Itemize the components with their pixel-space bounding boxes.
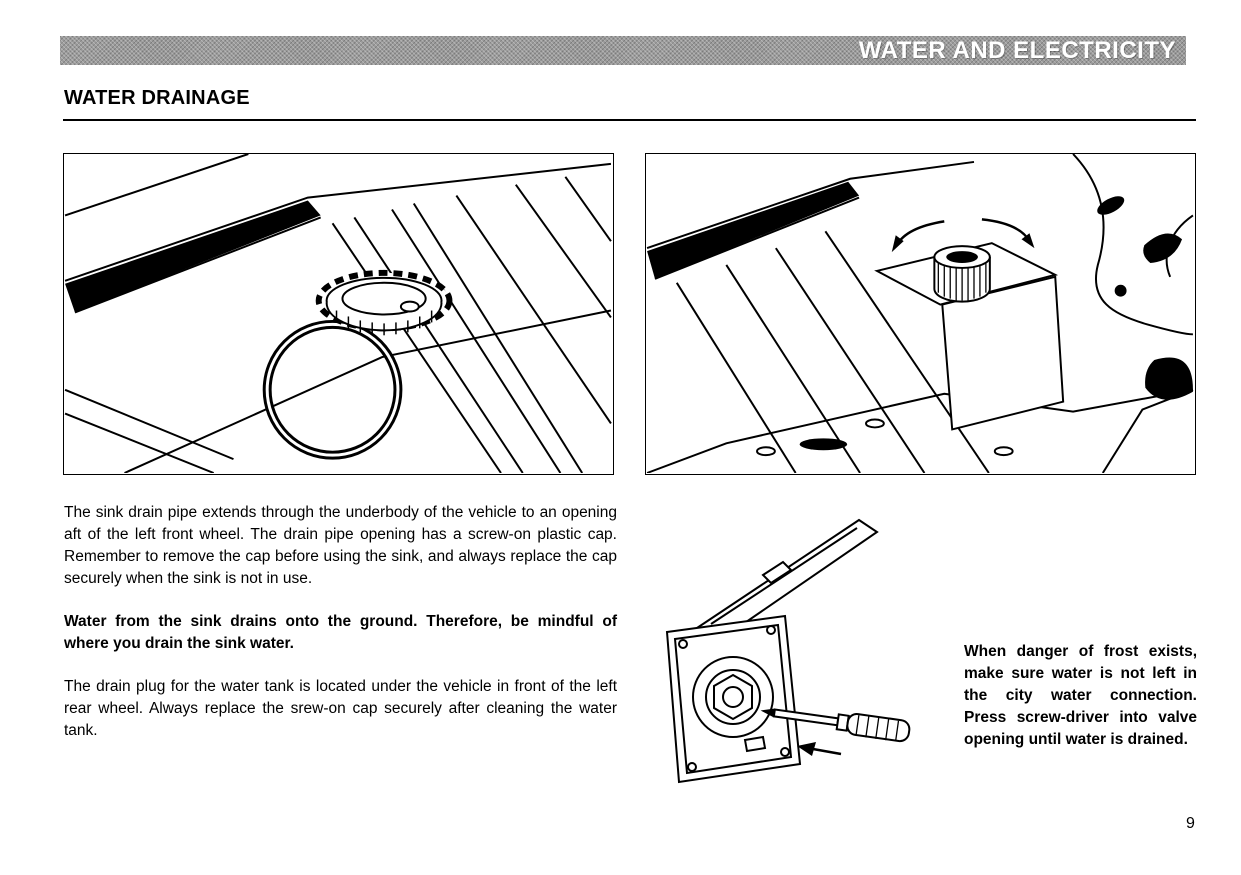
paragraph-drain-warning: Water from the sink drains onto the grou…	[64, 613, 617, 652]
heading-rule	[63, 119, 1196, 121]
section-title: WATER DRAINAGE	[64, 87, 250, 109]
city-water-connection-illustration-icon	[665, 518, 911, 784]
screwdriver-icon	[760, 708, 911, 743]
banner-title: WATER AND ELECTRICITY	[858, 36, 1176, 64]
figure-city-water-connection	[645, 512, 945, 802]
paragraph-water-tank-plug: The drain plug for the water tank is loc…	[64, 678, 617, 739]
page-number: 9	[1186, 815, 1195, 832]
figure-drain-valve	[645, 153, 1196, 475]
drain-cap	[315, 269, 453, 336]
pointer-arrow-icon	[797, 742, 842, 756]
frost-warning-note: When danger of frost exists, make sure w…	[964, 643, 1197, 748]
drain-valve-knob	[933, 245, 991, 303]
cap-tether-ring	[262, 319, 403, 460]
paragraph-sink-drain: The sink drain pipe extends through the …	[64, 504, 617, 587]
drain-cap-illustration-icon	[64, 154, 612, 473]
rotation-arrows-icon	[895, 218, 1031, 246]
figure-drain-cap	[63, 153, 614, 475]
drain-valve-illustration-icon	[646, 154, 1194, 473]
header-banner: WATER AND ELECTRICITY	[60, 36, 1186, 65]
body-text-column: The sink drain pipe extends through the …	[64, 502, 617, 763]
